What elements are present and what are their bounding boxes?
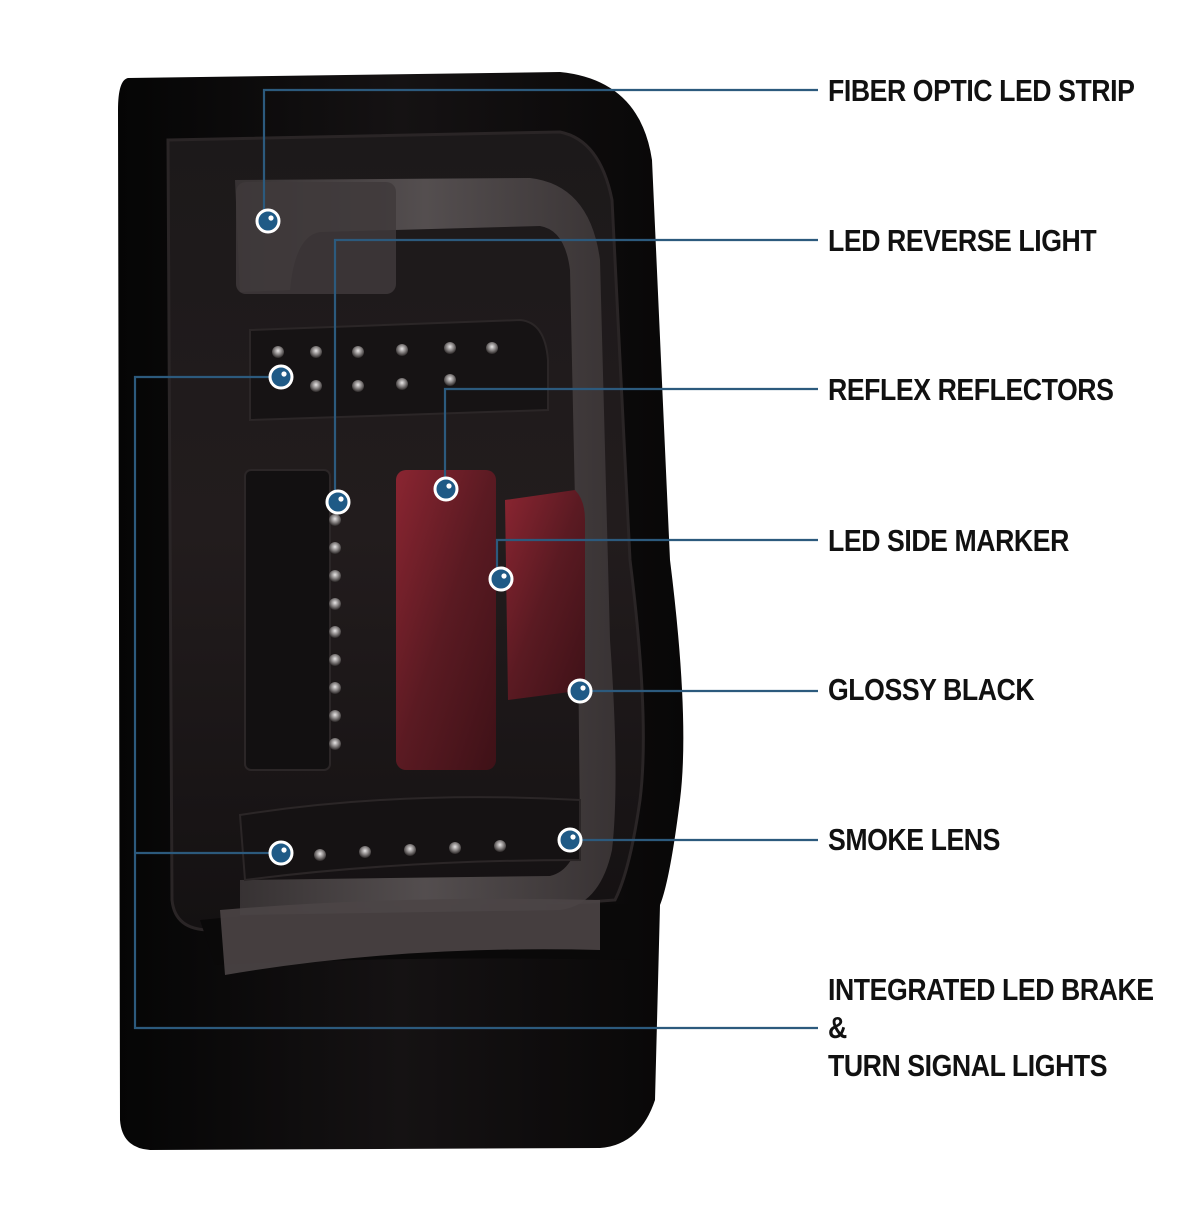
leader-line-fiber-optic [262,88,818,222]
fiber-optic-bottom-bar [220,898,600,975]
leader-line-reflex-reflectors [443,387,818,488]
label-led-side-marker: LED SIDE MARKER [828,523,1069,558]
fiber-optic-top-bar [236,182,396,294]
led-8 [352,380,364,392]
led-14 [329,598,341,610]
led-2 [310,346,322,358]
marker-dot-highlight-reflex-reflectors [446,483,452,489]
callout-leader-lines [133,88,818,1030]
led-18 [329,710,341,722]
callout-marker-dots [255,208,593,866]
label-led-reverse-light: LED REVERSE LIGHT [828,223,1097,258]
marker-dot-fiber-optic [255,208,281,234]
led-24 [494,840,506,852]
led-21 [359,846,371,858]
label-reflex-reflectors: REFLEX REFLECTORS [828,372,1114,407]
led-dots-group [272,342,506,861]
label-line-3: TURN SIGNAL LIGHTS [828,1048,1108,1083]
label-integrated-led-brake-turn-signal: INTEGRATED LED BRAKE & TURN SIGNAL LIGHT… [828,971,1154,1085]
reflex-reflector-left [396,470,496,770]
marker-dot-led-side-marker [488,566,514,592]
marker-dot-highlight-glossy-black [580,685,586,691]
led-11 [329,514,341,526]
leader-line-led-reverse [333,238,818,500]
reverse-led-column [244,469,331,771]
leader-line-integrated-brake [133,375,818,1030]
label-glossy-black: GLOSSY BLACK [828,672,1035,707]
led-5 [444,342,456,354]
marker-dot-highlight-integrated-brake-lower [281,847,287,853]
led-side-marker-reflector [505,490,585,700]
led-4 [396,344,408,356]
marker-dot-integrated-brake-lower [268,840,294,866]
marker-dot-glossy-black [567,678,593,704]
label-smoke-lens: SMOKE LENS [828,822,1000,857]
led-6 [486,342,498,354]
led-15 [329,626,341,638]
lower-led-cluster [238,796,581,882]
led-16 [329,654,341,666]
marker-dot-highlight-led-side-marker [501,573,507,579]
led-1 [272,346,284,358]
marker-dot-highlight-led-reverse [338,496,344,502]
marker-dot-reflex-reflectors [433,476,459,502]
led-13 [329,570,341,582]
marker-dot-highlight-fiber-optic [268,215,274,221]
label-line-1: INTEGRATED LED BRAKE [828,972,1154,1007]
led-3 [352,346,364,358]
led-23 [449,842,461,854]
marker-dot-highlight-integrated-brake [281,371,287,377]
led-17 [329,682,341,694]
marker-dot-smoke-lens [557,827,583,853]
upper-led-cluster [249,318,549,422]
led-20 [314,849,326,861]
led-12 [329,542,341,554]
led-7 [310,380,322,392]
leader-line-led-side-marker [495,538,818,578]
marker-dot-integrated-brake [268,364,294,390]
led-10 [444,374,456,386]
marker-dot-highlight-smoke-lens [570,834,576,840]
label-line-2: & [828,1010,847,1045]
marker-dot-led-reverse [325,489,351,515]
led-19 [329,738,341,750]
led-22 [404,844,416,856]
led-9 [396,378,408,390]
label-fiber-optic-led-strip: FIBER OPTIC LED STRIP [828,73,1135,108]
